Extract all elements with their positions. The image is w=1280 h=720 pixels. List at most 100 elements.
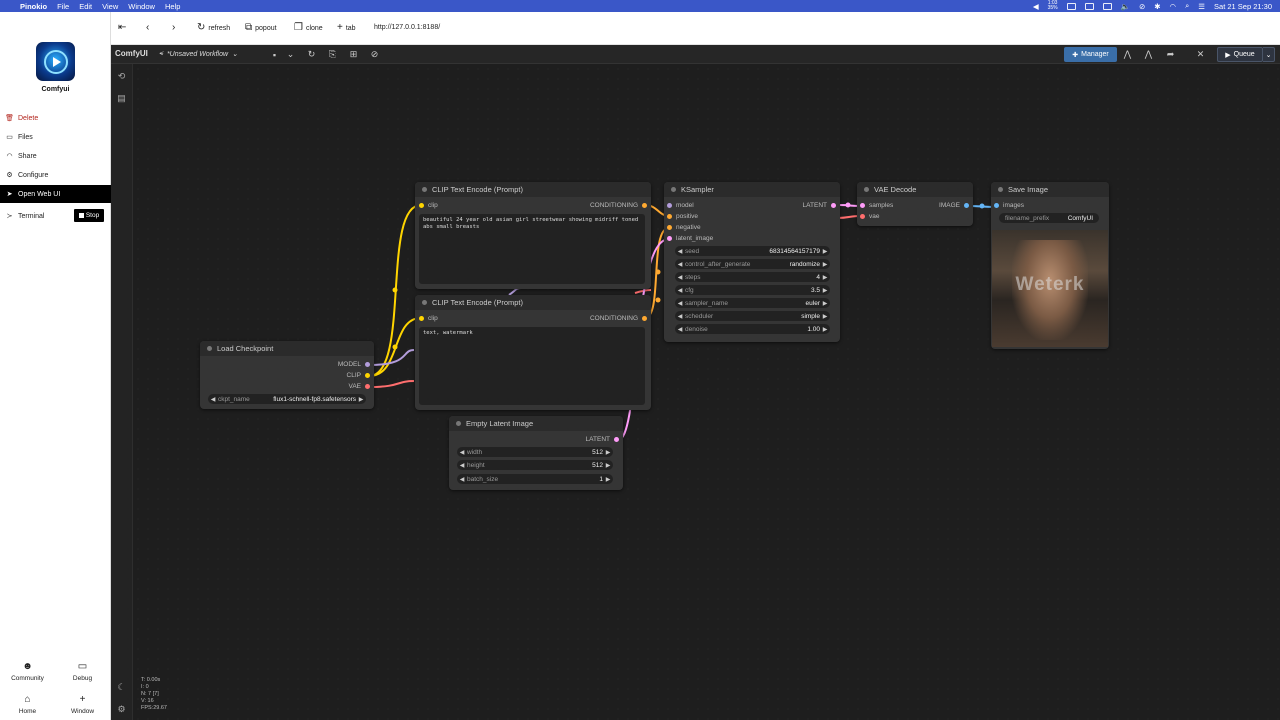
output-slot-model[interactable]: MODEL: [338, 361, 370, 368]
increment-arrow-icon[interactable]: ▶: [822, 261, 828, 268]
decrement-arrow-icon[interactable]: ◀: [677, 274, 683, 281]
decrement-arrow-icon[interactable]: ◀: [459, 449, 465, 456]
clock[interactable]: Sat 21 Sep 21:30: [1214, 1, 1272, 11]
increment-arrow-icon[interactable]: ▶: [822, 287, 828, 294]
sidebar-item-delete[interactable]: 🗑 Delete: [5, 114, 39, 123]
increment-arrow-icon[interactable]: ▶: [605, 462, 611, 469]
back-button[interactable]: ‹: [146, 21, 149, 35]
output-slot-latent[interactable]: LATENT: [586, 436, 619, 443]
increment-arrow-icon[interactable]: ▶: [822, 300, 828, 307]
input-slot-negative[interactable]: negative: [667, 224, 701, 231]
input-slot-latent-image[interactable]: latent_image: [667, 235, 713, 242]
input-slot-vae[interactable]: vae: [860, 213, 879, 220]
manager-button[interactable]: ✚ Manager: [1064, 47, 1117, 62]
menu-file[interactable]: File: [57, 1, 70, 11]
generated-image-preview[interactable]: Weterk: [992, 230, 1108, 347]
node-vae-decode[interactable]: VAE Decode samples vae IMAGE: [857, 182, 973, 226]
output-slot-image[interactable]: IMAGE: [939, 202, 969, 209]
refresh-icon[interactable]: ↻: [307, 49, 316, 59]
output-slot-conditioning[interactable]: CONDITIONING: [590, 202, 647, 209]
debug-button[interactable]: ▭ Debug: [55, 662, 110, 683]
collapse-dot[interactable]: [998, 187, 1003, 192]
spotlight-icon[interactable]: ⌕: [1185, 1, 1190, 10]
forward-button[interactable]: ›: [172, 21, 175, 35]
sidebar-item-terminal[interactable]: ≻ Terminal: [6, 212, 45, 221]
model-library-icon[interactable]: ⋀: [1144, 49, 1153, 59]
back-to-app-button[interactable]: ⇤: [118, 21, 126, 35]
clone-button[interactable]: ❐clone: [294, 22, 323, 33]
menu-window[interactable]: Window: [128, 1, 155, 11]
chevron-down-icon[interactable]: ⌄: [232, 51, 238, 58]
collapse-dot[interactable]: [422, 187, 427, 192]
workflow-tab[interactable]: ⪪ *Unsaved Workflow ⌄: [159, 50, 238, 58]
url-display[interactable]: http://127.0.0.1:8188/: [374, 24, 441, 31]
increment-arrow-icon[interactable]: ▶: [358, 396, 364, 403]
increment-arrow-icon[interactable]: ▶: [822, 313, 828, 320]
queue-list-icon[interactable]: ▤: [117, 93, 126, 103]
increment-arrow-icon[interactable]: ▶: [822, 326, 828, 333]
wifi-icon[interactable]: ◠: [1169, 1, 1177, 11]
history-icon[interactable]: ⟲: [117, 71, 126, 81]
settings-gear-icon[interactable]: ⚙: [117, 704, 126, 714]
menu-view[interactable]: View: [102, 1, 119, 11]
collapse-dot[interactable]: [207, 346, 212, 351]
close-icon[interactable]: ✕: [1196, 49, 1205, 59]
comfyui-logo[interactable]: ComfyUI: [115, 49, 148, 58]
theme-toggle-icon[interactable]: ☾: [117, 682, 126, 692]
app-tray-icon[interactable]: [1084, 2, 1094, 10]
prompt-textarea[interactable]: text, watermark: [419, 327, 645, 405]
collapse-dot[interactable]: [864, 187, 869, 192]
menu-edit[interactable]: Edit: [79, 1, 93, 11]
output-slot-vae[interactable]: VAE: [348, 383, 370, 390]
queue-options-dropdown[interactable]: ⌄: [1263, 47, 1275, 62]
media-control-icon[interactable]: ◀: [1032, 1, 1039, 11]
increment-arrow-icon[interactable]: ▶: [822, 248, 828, 255]
decrement-arrow-icon[interactable]: ◀: [677, 300, 683, 307]
save-icon[interactable]: ▪: [272, 49, 277, 60]
display-icon[interactable]: [1066, 2, 1076, 10]
output-slot-conditioning[interactable]: CONDITIONING: [590, 315, 647, 322]
increment-arrow-icon[interactable]: ▶: [822, 274, 828, 281]
decrement-arrow-icon[interactable]: ◀: [677, 287, 683, 294]
sidebar-item-configure[interactable]: ⚙ Configure: [6, 171, 49, 180]
decrement-arrow-icon[interactable]: ◀: [677, 326, 683, 333]
queue-button[interactable]: ▶ Queue: [1217, 47, 1263, 62]
control-center-icon[interactable]: ☰: [1198, 1, 1206, 11]
input-slot-clip[interactable]: clip: [419, 315, 438, 322]
input-slot-positive[interactable]: positive: [667, 213, 698, 220]
collapse-dot[interactable]: [456, 421, 461, 426]
decrement-arrow-icon[interactable]: ◀: [210, 396, 216, 403]
output-slot-clip[interactable]: CLIP: [347, 372, 370, 379]
node-library-icon[interactable]: ⋀: [1123, 49, 1132, 59]
increment-arrow-icon[interactable]: ▶: [605, 476, 611, 483]
bluetooth-icon[interactable]: ✱: [1154, 1, 1161, 11]
sidebar-item-open-web-ui[interactable]: ➤ Open Web UI: [0, 185, 111, 203]
node-clip-text-encode-negative[interactable]: CLIP Text Encode (Prompt) clip CONDITION…: [415, 295, 651, 410]
decrement-arrow-icon[interactable]: ◀: [459, 462, 465, 469]
fit-view-icon[interactable]: ⊞: [349, 49, 358, 59]
community-button[interactable]: ☻ Community: [0, 662, 55, 683]
node-clip-text-encode-positive[interactable]: CLIP Text Encode (Prompt) clip CONDITION…: [415, 182, 651, 289]
clipboard-icon[interactable]: ⎘: [328, 49, 337, 59]
menu-app-name[interactable]: Pinokio: [20, 1, 48, 11]
menu-help[interactable]: Help: [164, 1, 181, 11]
input-slot-samples[interactable]: samples: [860, 202, 893, 209]
home-button[interactable]: ⌂ Home: [0, 695, 55, 716]
screen-icon[interactable]: [1102, 2, 1112, 10]
sidebar-item-files[interactable]: ▭ Files: [6, 133, 33, 142]
input-slot-clip[interactable]: clip: [419, 202, 438, 209]
cancel-icon[interactable]: ⊘: [370, 49, 379, 59]
volume-icon[interactable]: 🔈: [1120, 1, 1130, 11]
